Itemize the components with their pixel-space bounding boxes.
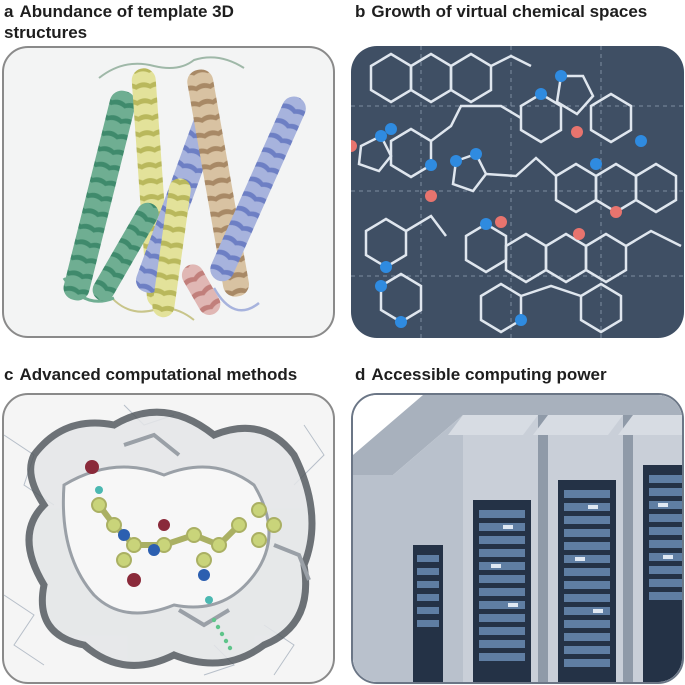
panel-d-title-text: Accessible computing power [371, 365, 607, 384]
server-rack-icon [353, 395, 682, 682]
panel-a-image [2, 46, 335, 338]
panel-b-title-text: Growth of virtual chemical spaces [371, 2, 648, 21]
molecule-network-icon [351, 46, 684, 338]
panel-d-letter: d [355, 365, 366, 384]
panel-c-image [2, 393, 335, 684]
panel-b-title: b Growth of virtual chemical spaces [355, 1, 647, 22]
protein-helix-icon [62, 56, 306, 321]
panel-b-image [351, 46, 684, 338]
panel-a-letter: a [4, 2, 14, 21]
docking-pocket-icon [4, 404, 325, 676]
panel-a-title-line2: structures [4, 23, 88, 42]
panel-c-title: c Advanced computational methods [4, 364, 297, 385]
panel-c-letter: c [4, 365, 14, 384]
panel-d-image [351, 393, 684, 684]
panel-b-letter: b [355, 2, 366, 21]
panel-c-title-text: Advanced computational methods [19, 365, 298, 384]
panel-d-title: d Accessible computing power [355, 364, 607, 385]
panel-a-title: a Abundance of template 3D structures [4, 1, 234, 43]
panel-a-title-line1: Abundance of template 3D [19, 2, 234, 21]
